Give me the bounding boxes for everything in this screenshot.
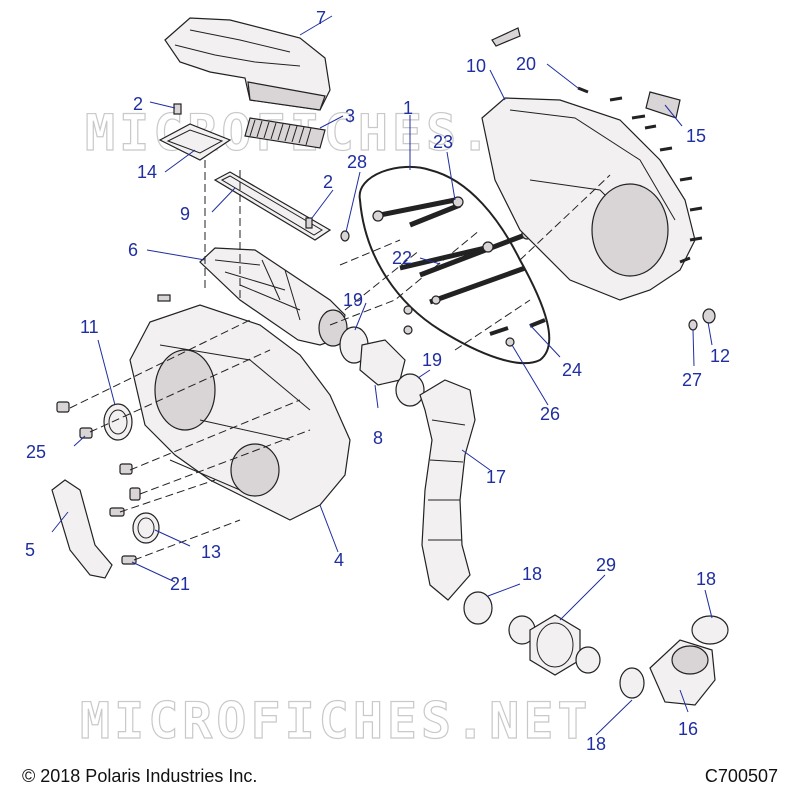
part-8-boot bbox=[359, 339, 406, 386]
callout-15: 15 bbox=[686, 126, 706, 146]
callout-21: 21 bbox=[170, 574, 190, 594]
callout-29: 29 bbox=[596, 555, 616, 575]
hardware-fasteners bbox=[56, 103, 716, 565]
callout-2-top: 2 bbox=[133, 94, 143, 114]
part-15-decal bbox=[645, 91, 681, 119]
callout-9: 9 bbox=[180, 204, 190, 224]
callout-25: 25 bbox=[26, 442, 46, 462]
bolts-long bbox=[372, 196, 546, 347]
callout-6: 6 bbox=[128, 240, 138, 260]
callout-5: 5 bbox=[25, 540, 35, 560]
callout-4: 4 bbox=[334, 550, 344, 570]
callout-18-right: 18 bbox=[696, 569, 716, 589]
callout-3: 3 bbox=[345, 106, 355, 126]
leader-lines bbox=[51, 15, 713, 736]
callout-numbers: 7 2 3 14 9 2 28 6 11 25 5 13 21 4 1 10 2… bbox=[25, 8, 730, 754]
diagram-code: C700507 bbox=[704, 766, 778, 786]
callout-28: 28 bbox=[347, 152, 367, 172]
callout-22: 22 bbox=[392, 248, 412, 268]
part-19-clamp-lower bbox=[395, 373, 425, 407]
part-11-seal bbox=[103, 403, 133, 441]
callout-10: 10 bbox=[466, 56, 486, 76]
part-10-outer-cover bbox=[481, 97, 696, 301]
part-18-clamp-bottom bbox=[619, 667, 645, 699]
part-6-airbox-tube bbox=[199, 247, 348, 347]
callout-24: 24 bbox=[562, 360, 582, 380]
part-4-inner-cover bbox=[129, 304, 351, 521]
callout-8: 8 bbox=[373, 428, 383, 448]
decal-top bbox=[491, 27, 521, 47]
watermark-bottom: MICROFICHES.NET bbox=[80, 692, 592, 750]
callout-12: 12 bbox=[710, 346, 730, 366]
callout-17: 17 bbox=[486, 467, 506, 487]
callout-7: 7 bbox=[316, 8, 326, 28]
copyright-text: © 2018 Polaris Industries Inc. bbox=[22, 766, 258, 786]
part-1-gasket bbox=[358, 165, 551, 365]
callout-26: 26 bbox=[540, 404, 560, 424]
callout-20: 20 bbox=[516, 54, 536, 74]
callout-2-mid: 2 bbox=[323, 172, 333, 192]
part-5-bracket bbox=[51, 479, 113, 579]
part-3-filter bbox=[244, 117, 326, 149]
part-9-seal bbox=[213, 171, 332, 241]
part-17-tube bbox=[419, 379, 476, 601]
part-13-seal bbox=[132, 512, 160, 544]
callout-1: 1 bbox=[403, 98, 413, 118]
alignment-lines bbox=[69, 160, 611, 561]
callout-13: 13 bbox=[201, 542, 221, 562]
part-7-intake-duct bbox=[164, 17, 331, 111]
callout-19-lower: 19 bbox=[422, 350, 442, 370]
part-20-screws bbox=[577, 86, 703, 264]
callout-27: 27 bbox=[682, 370, 702, 390]
callout-23: 23 bbox=[433, 132, 453, 152]
callout-18-left: 18 bbox=[522, 564, 542, 584]
callout-14: 14 bbox=[137, 162, 157, 182]
part-18-clamp-left bbox=[463, 591, 493, 625]
part-14-cover-plate bbox=[158, 123, 232, 161]
part-18-clamp-right bbox=[575, 646, 601, 674]
callout-19-upper: 19 bbox=[343, 290, 363, 310]
callout-16: 16 bbox=[678, 719, 698, 739]
callout-11: 11 bbox=[80, 317, 99, 337]
part-18-clamp-far bbox=[691, 615, 729, 645]
callout-18-bottom: 18 bbox=[586, 734, 606, 754]
